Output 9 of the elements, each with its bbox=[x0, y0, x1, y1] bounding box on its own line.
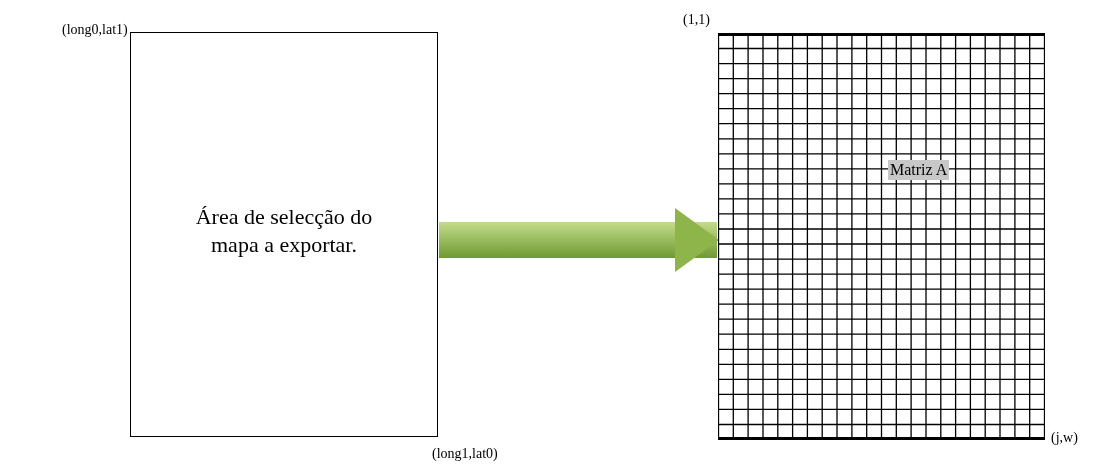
matrix-label: Matriz A bbox=[888, 160, 950, 180]
block-arrow bbox=[439, 208, 719, 272]
matrix-grid bbox=[718, 33, 1045, 440]
corner-coordinate: (long1,lat0) bbox=[432, 446, 498, 462]
box-text: Área de selecção do mapa a exportar. bbox=[194, 203, 374, 259]
corner-coordinate: (long0,lat1) bbox=[62, 22, 128, 38]
corner-coordinate: (j,w) bbox=[1051, 430, 1078, 446]
selection-area-box bbox=[130, 32, 438, 437]
corner-coordinate: (1,1) bbox=[683, 12, 710, 28]
